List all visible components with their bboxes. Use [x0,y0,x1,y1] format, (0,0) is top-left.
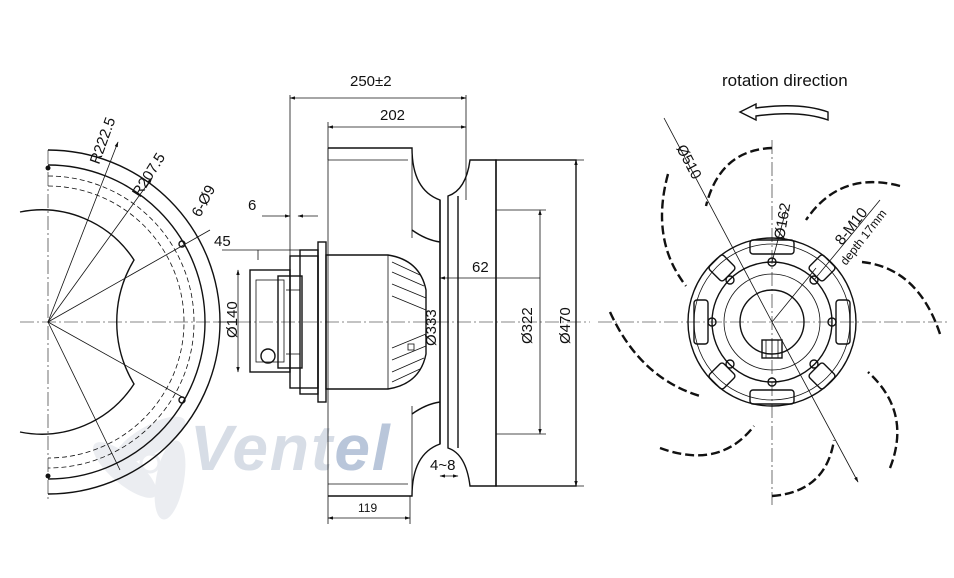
watermark-text-main: Vent [190,412,335,484]
dim-flange-thk: 6 [248,197,256,214]
dim-inlet-diameter: Ø322 [519,307,536,344]
impeller-blades [608,146,942,498]
dim-box-offset: 45 [214,233,231,250]
radius-inner-label: R207.5 [129,150,169,200]
dim-gap: 4~8 [430,457,455,474]
svg-text:Ventel: Ventel [190,412,392,484]
dim-motor-length: 119 [358,501,377,515]
dim-wheel-length: 202 [380,107,405,124]
watermark-fan-icon [93,416,186,520]
dim-box-diameter: Ø140 [224,301,241,338]
watermark-text-accent: el [334,412,391,484]
side-view: 250±2 202 6 45 Ø140 [214,73,590,524]
front-view: rotation direction [598,71,948,505]
radius-outer-label: R222.5 [87,115,120,166]
holes-label: 6-Ø9 [189,182,220,219]
dim-wheel-diameter: Ø470 [557,307,574,344]
dim-hub-offset: 62 [472,259,489,276]
thread-holes [707,257,837,387]
rotation-arrow-icon [738,102,829,122]
dim-motor-diameter: Ø333 [423,309,440,346]
watermark: Ventel [93,412,392,520]
dim-hub-diameter: Ø162 [771,202,794,241]
rotation-direction-label: rotation direction [722,71,848,90]
dim-overall-length: 250±2 [350,73,392,90]
dim-outer-diameter: Ø510 [672,142,704,182]
